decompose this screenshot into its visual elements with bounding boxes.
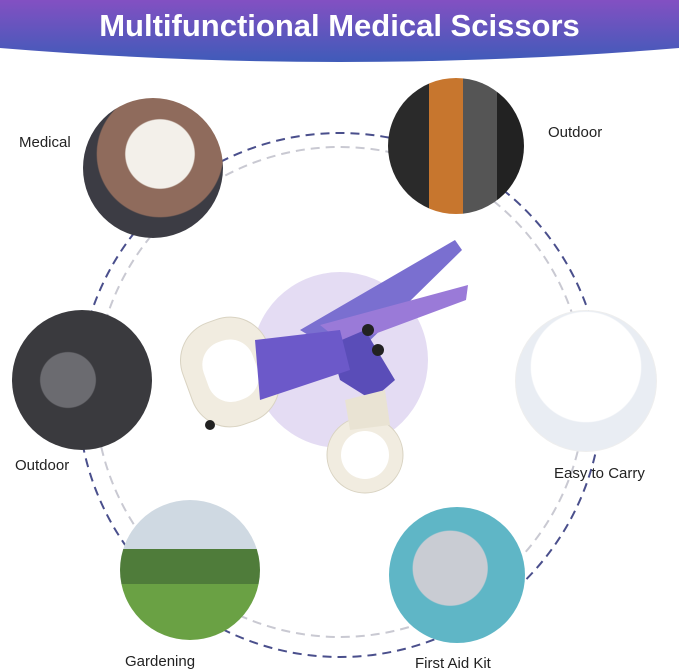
scissors-image	[180, 240, 468, 494]
outdoor-bag-photo	[388, 78, 524, 214]
header-banner	[0, 0, 679, 62]
use-label-medical: Medical	[19, 134, 71, 151]
use-label-gardening: Gardening	[125, 653, 196, 670]
page-title: Multifunctional Medical Scissors	[99, 8, 580, 43]
first-aid-kit-photo	[389, 507, 525, 643]
outdoor-backpack-photo	[12, 310, 152, 450]
use-label-first-aid-kit: First Aid Kit	[415, 655, 491, 672]
easy-carry-photo	[515, 310, 657, 452]
use-label-easy-to-carry: Easy to Carry	[554, 465, 645, 482]
medical-photo	[83, 98, 223, 238]
use-label-outdoor-left: Outdoor	[15, 457, 70, 474]
gardening-photo	[120, 500, 260, 640]
use-label-outdoor-top: Outdoor	[548, 124, 603, 141]
